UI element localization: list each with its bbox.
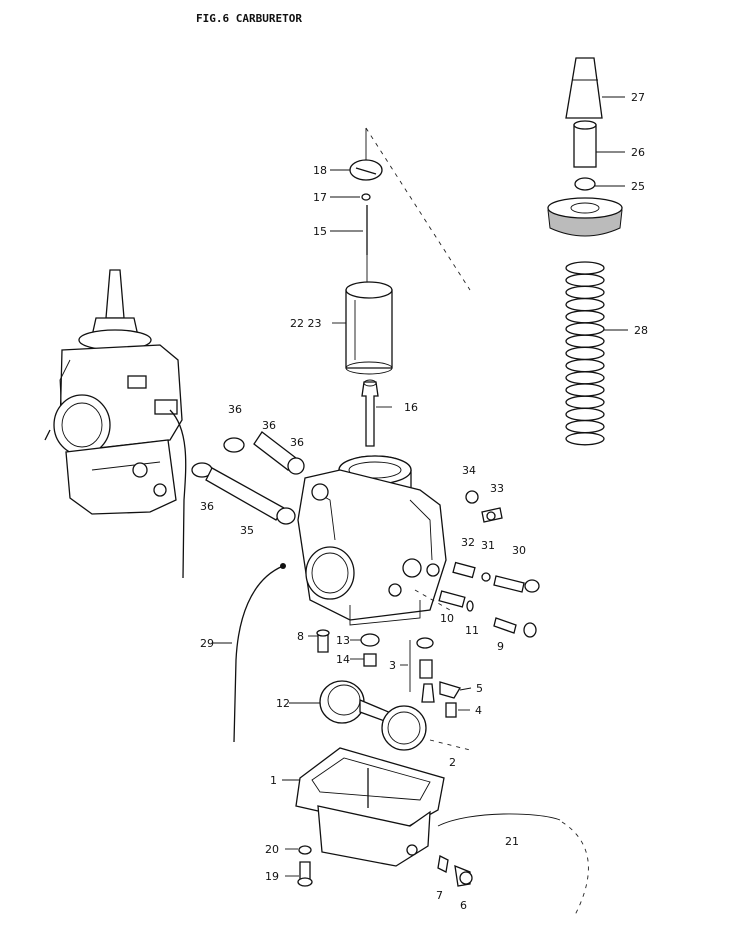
callout-7: 7 [436,889,443,902]
callout-30: 31 [481,539,495,552]
callout-labels: 18 17 15 22 23 16 27 26 25 28 36 36 36 3… [200,91,648,912]
spring-coil [565,371,605,385]
spring-coil [565,383,605,397]
callout-3: 3 [389,659,396,672]
callout-20: 20 [265,843,279,856]
figure-title: FIG.6 CARBURETOR [196,12,302,25]
spring-coil [565,273,605,287]
right-side-small-parts [438,490,540,638]
callout-27: 28 [634,324,648,337]
coil-spring [565,261,605,446]
leader-lines [212,96,628,877]
spring-coil [565,419,605,434]
callout-21: 21 [505,835,519,848]
callout-24: 25 [631,180,645,193]
callout-35: 36 [262,419,276,432]
callout-22-23: 22 23 [290,317,322,330]
spring-coil [565,346,605,361]
callout-32: 33 [490,482,504,495]
callout-2: 2 [449,756,456,769]
callout-36-c: 36 [200,500,214,513]
callout-36-a: 36 [228,403,242,416]
callout-18: 18 [313,164,327,177]
callout-8: 8 [297,630,304,643]
lower-center-parts [316,629,471,751]
callout-9: 9 [497,640,504,653]
spring-coil [565,407,605,422]
callout-26: 27 [631,91,645,104]
callout-1: 1 [270,774,277,787]
assembled-carburetor-drawing [44,269,187,579]
callout-34: 35 [240,524,254,537]
hose-connectors [191,431,305,569]
callout-5: 5 [476,682,483,695]
callout-13: 13 [336,634,350,647]
callout-12: 12 [276,697,290,710]
spring-coil [565,334,605,348]
callout-15: 15 [313,225,327,238]
callout-4: 4 [475,704,482,717]
callout-19: 19 [265,870,279,883]
throttle-valve-parts [345,127,471,447]
callout-33: 34 [462,464,476,477]
callout-31: 32 [461,536,475,549]
callout-11: 11 [465,624,479,637]
spring-coil [565,297,605,312]
callout-16: 16 [404,401,418,414]
spring-coil [565,310,605,324]
spring-coil [565,395,605,409]
callout-36-b: 36 [290,436,304,449]
callout-6: 6 [460,899,467,912]
callout-10: 10 [440,612,454,625]
callout-17: 17 [313,191,327,204]
callout-28: 29 [200,637,214,650]
main-carburetor-body [297,455,451,626]
float-chamber-and-drain-parts [295,747,589,916]
spring-coil [565,358,605,373]
spring-coil [565,432,605,446]
top-cap-and-spring [547,57,623,446]
callout-25: 26 [631,146,645,159]
callout-29: 30 [512,544,526,557]
spring-coil [565,261,605,275]
spring-coil [565,285,605,300]
overflow-hose-28 [233,565,284,743]
callout-14: 14 [336,653,350,666]
spring-coil [565,322,605,336]
